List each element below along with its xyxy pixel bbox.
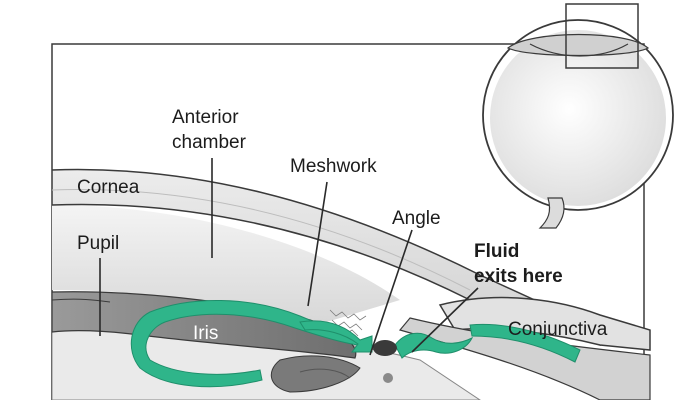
- eye-globe-inset: [482, 3, 674, 229]
- leader-lines: [99, 158, 479, 356]
- label-anterior-chamber-line1: Anterior: [172, 107, 239, 128]
- iris: [52, 291, 357, 359]
- label-cornea: Cornea: [77, 177, 140, 198]
- label-pupil: Pupil: [77, 233, 119, 254]
- ciliary-body: [270, 355, 361, 393]
- fluid-flow: [130, 299, 581, 388]
- label-iris: Iris: [193, 323, 218, 344]
- label-fluid-line1: Fluid: [474, 241, 519, 262]
- label-fluid-line2: exits here: [474, 266, 563, 287]
- angle-dot: [383, 373, 393, 383]
- label-meshwork: Meshwork: [290, 156, 377, 177]
- sclera: [398, 317, 651, 400]
- zoom-indicator-box: [565, 3, 639, 69]
- label-anterior-chamber-line2: chamber: [172, 132, 247, 153]
- anterior-chamber: [52, 205, 400, 330]
- label-angle: Angle: [392, 208, 441, 229]
- schlemm-canal: [373, 340, 397, 356]
- label-conjunctiva: Conjunctiva: [508, 319, 608, 340]
